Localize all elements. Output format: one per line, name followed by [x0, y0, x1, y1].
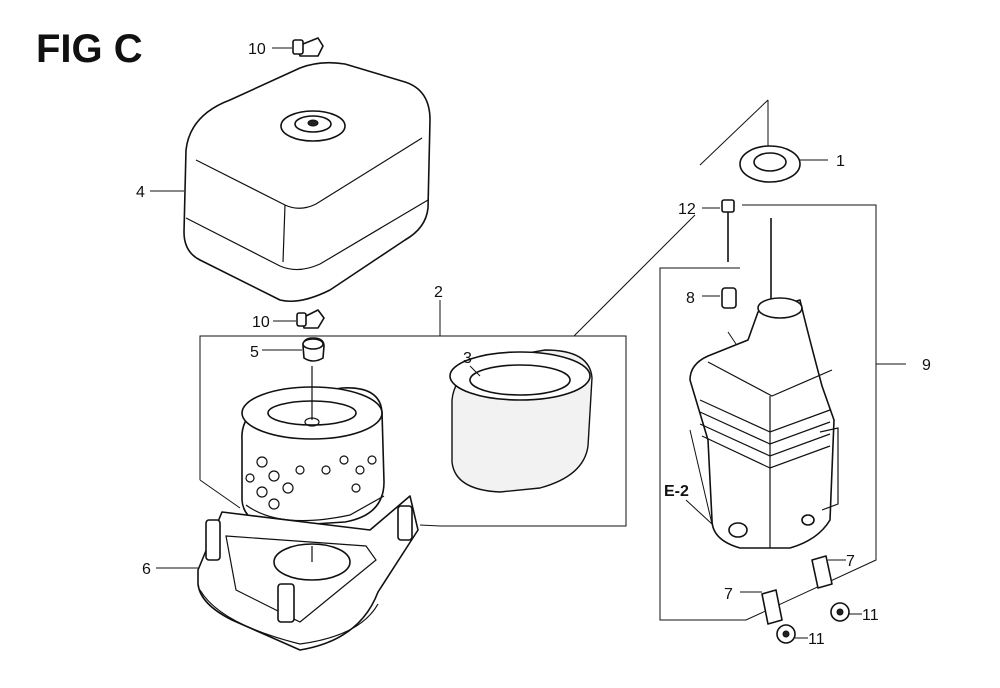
part-10-top-nut: [272, 37, 324, 57]
callout-6: 6: [142, 561, 151, 578]
callout-9: 9: [922, 357, 931, 374]
bracket-group-9: [659, 99, 906, 621]
part-10-lower-nut: [273, 309, 325, 329]
part-4-cover: [150, 61, 431, 303]
callout-8: 8: [686, 290, 695, 307]
callout-11-right: 11: [862, 607, 879, 624]
part-7-pin-left: [740, 589, 783, 625]
part-11-nut-left: [776, 624, 808, 644]
callout-10-lower: 10: [252, 314, 270, 331]
part-7-pin-right: [811, 555, 846, 589]
part-5-wing-nut: [262, 337, 325, 362]
part-6-base: [156, 495, 419, 651]
callout-3: 3: [463, 350, 472, 367]
bracket-group-2: [199, 214, 696, 527]
part-12-bolt: [702, 199, 735, 262]
callout-12: 12: [678, 201, 696, 218]
part-8-collar: [702, 287, 737, 309]
callout-10-top: 10: [248, 41, 266, 58]
part-9-intake-elbow: [685, 218, 839, 549]
part-1-seal-ring: [739, 145, 828, 183]
reference-e2: E-2: [664, 483, 689, 500]
part-11-nut-right: [830, 602, 862, 622]
callout-2: 2: [434, 284, 443, 301]
part-2-filter-element: [241, 366, 385, 527]
part-3-foam-element: [449, 349, 593, 493]
callout-1: 1: [836, 153, 845, 170]
callout-5: 5: [250, 344, 259, 361]
callout-11-left: 11: [808, 631, 825, 648]
callout-4: 4: [136, 184, 145, 201]
callout-7-right: 7: [846, 553, 855, 570]
figure-title: FIG C: [36, 27, 143, 71]
callout-7-left: 7: [724, 586, 733, 603]
